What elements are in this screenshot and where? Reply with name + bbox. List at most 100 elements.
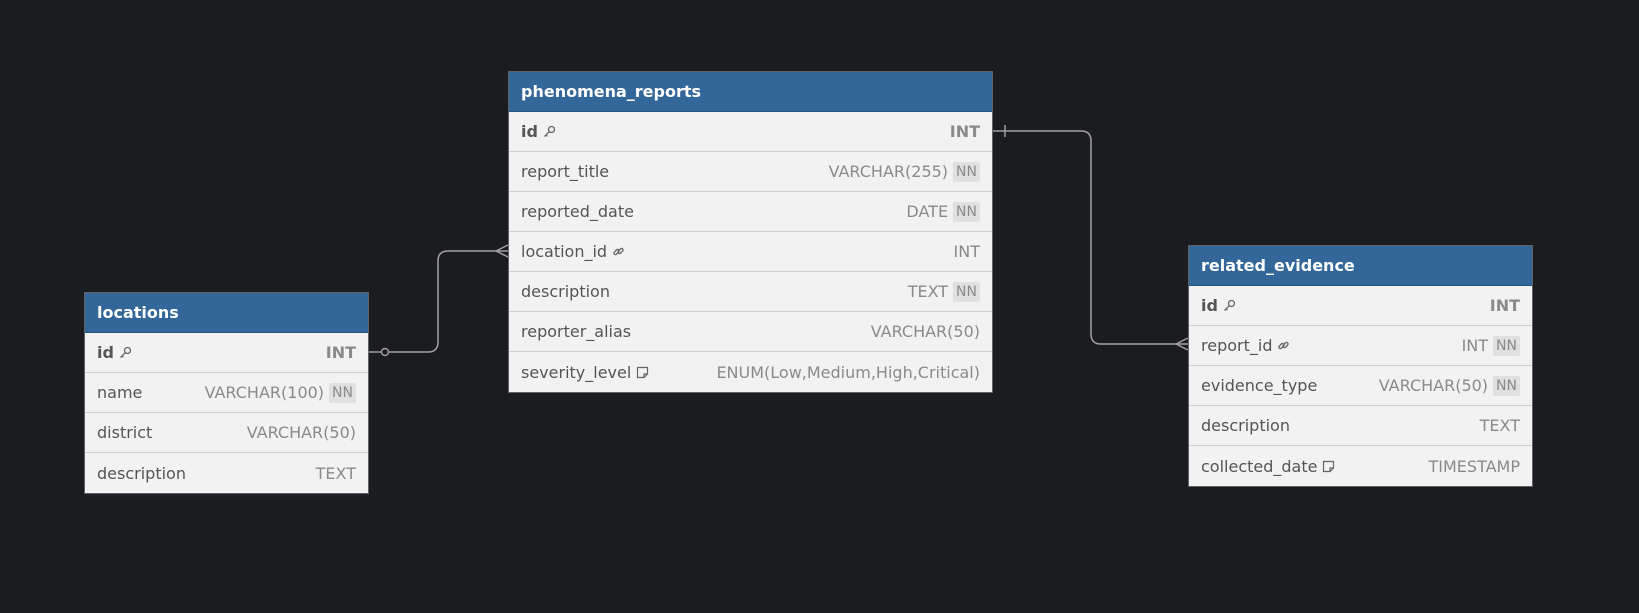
column-type: INT	[325, 343, 356, 362]
column-name: description	[521, 282, 610, 301]
not-null-badge: NN	[1493, 375, 1520, 396]
column-type: VARCHAR(255)	[828, 162, 949, 181]
key-icon	[1223, 299, 1236, 312]
relation-reports-to-evidence	[992, 130, 1188, 345]
column-row-id[interactable]: id INT	[509, 112, 992, 152]
column-type: VARCHAR(50)	[870, 322, 980, 341]
not-null-badge: NN	[1493, 335, 1520, 356]
column-name: report_id	[1201, 336, 1273, 355]
relation-locations-to-reports	[368, 250, 508, 353]
crowfoot-many-marker	[1175, 337, 1189, 351]
note-icon	[636, 366, 649, 379]
column-name: name	[97, 383, 143, 402]
column-type-cell: INT	[326, 343, 356, 362]
not-null-badge: NN	[329, 382, 356, 403]
column-type: INT	[953, 242, 980, 261]
column-name: description	[97, 463, 186, 483]
table-locations[interactable]: locations id INT name VARCHAR(100)NN distric…	[84, 292, 369, 494]
column-name: id	[97, 343, 114, 362]
column-name: location_id	[521, 242, 608, 261]
column-name: district	[97, 423, 153, 442]
column-row-evidence-type[interactable]: evidence_type VARCHAR(50)NN	[1189, 366, 1532, 406]
column-name: evidence_type	[1201, 376, 1318, 395]
table-header[interactable]: related_evidence	[1189, 246, 1532, 286]
column-row-district[interactable]: district VARCHAR(50)	[85, 413, 368, 453]
not-null-badge: NN	[953, 161, 980, 182]
note-icon	[1322, 460, 1335, 473]
column-type: DATE	[906, 202, 949, 221]
column-name-cell: district	[97, 423, 152, 442]
key-icon	[119, 346, 132, 359]
column-name: id	[1201, 296, 1218, 315]
column-name: reported_date	[521, 202, 634, 221]
column-type: VARCHAR(100)	[204, 383, 325, 402]
not-null-badge: NN	[953, 201, 980, 222]
column-name-cell: reported_date	[521, 202, 634, 221]
column-type: TEXT	[315, 463, 356, 483]
column-type-cell: INT	[950, 122, 980, 141]
column-type: ENUM(Low,Medium,High,Critical)	[716, 362, 980, 382]
column-row-id[interactable]: id INT	[85, 333, 368, 373]
column-type-cell: ENUM(Low,Medium,High,Critical)	[716, 363, 980, 382]
column-type-cell: TIMESTAMP	[1429, 457, 1521, 476]
table-header[interactable]: phenomena_reports	[509, 72, 992, 112]
column-name: collected_date	[1201, 456, 1318, 476]
column-row-description[interactable]: description TEXT	[85, 453, 368, 493]
key-icon	[543, 125, 556, 138]
column-name-cell: description	[521, 282, 610, 301]
column-name: id	[521, 122, 538, 141]
column-row-description[interactable]: description TEXT	[1189, 406, 1532, 446]
column-name-cell: id	[97, 343, 132, 362]
column-type-cell: VARCHAR(50)	[871, 322, 980, 341]
column-name: report_title	[521, 162, 610, 181]
column-row-severity-level[interactable]: severity_level ENUM(Low,Medium,High,Criti…	[509, 352, 992, 392]
column-name-cell: id	[1201, 296, 1236, 315]
zero-or-one-marker	[380, 347, 390, 357]
column-row-id[interactable]: id INT	[1189, 286, 1532, 326]
column-name-cell: description	[1201, 416, 1290, 435]
column-name-cell: report_title	[521, 162, 609, 181]
column-name: severity_level	[521, 362, 632, 382]
column-type-cell: VARCHAR(50)	[247, 423, 356, 442]
column-type-cell: INT	[1490, 296, 1520, 315]
column-type-cell: INT	[954, 242, 980, 261]
column-name: description	[1201, 416, 1290, 435]
crowfoot-many-marker	[495, 244, 509, 258]
column-name: reporter_alias	[521, 322, 632, 341]
table-header[interactable]: locations	[85, 293, 368, 333]
column-type: TEXT	[907, 282, 949, 301]
column-row-name[interactable]: name VARCHAR(100)NN	[85, 373, 368, 413]
column-name-cell: id	[521, 122, 556, 141]
column-row-collected-date[interactable]: collected_date TIMESTAMP	[1189, 446, 1532, 486]
column-type: TIMESTAMP	[1428, 456, 1521, 476]
column-type: INT	[1489, 296, 1520, 315]
column-type-cell: VARCHAR(255)NN	[828, 161, 980, 182]
column-name-cell: description	[97, 464, 186, 483]
column-type-cell: TEXT	[1480, 416, 1520, 435]
column-type: VARCHAR(50)	[246, 423, 356, 442]
column-row-report-title[interactable]: report_title VARCHAR(255)NN	[509, 152, 992, 192]
column-row-location-id[interactable]: location_id INT	[509, 232, 992, 272]
column-type: INT	[949, 122, 980, 141]
column-name-cell: evidence_type	[1201, 376, 1317, 395]
link-icon	[1277, 339, 1290, 352]
column-name-cell: report_id	[1201, 336, 1290, 355]
column-type-cell: VARCHAR(50)NN	[1379, 375, 1520, 396]
column-name-cell: name	[97, 383, 142, 402]
column-type-cell: TEXT	[316, 464, 356, 483]
column-row-reporter-alias[interactable]: reporter_alias VARCHAR(50)	[509, 312, 992, 352]
column-type: INT	[1461, 336, 1489, 355]
column-name-cell: location_id	[521, 242, 625, 261]
not-null-badge: NN	[953, 281, 980, 302]
column-type-cell: VARCHAR(100)NN	[204, 382, 356, 403]
column-name-cell: collected_date	[1201, 457, 1335, 476]
